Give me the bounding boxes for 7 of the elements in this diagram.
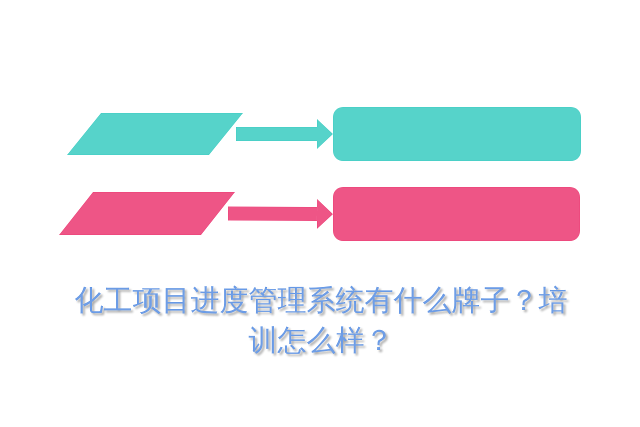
rounded-box: [333, 187, 580, 241]
rounded-box: [333, 107, 581, 161]
title: 化工项目进度管理系统有什么牌子？培训怎么样？: [74, 282, 568, 359]
parallelogram-shape: [67, 113, 243, 155]
parallelogram-shape: [59, 192, 235, 235]
arrow: [228, 199, 333, 229]
arrow: [236, 119, 333, 149]
